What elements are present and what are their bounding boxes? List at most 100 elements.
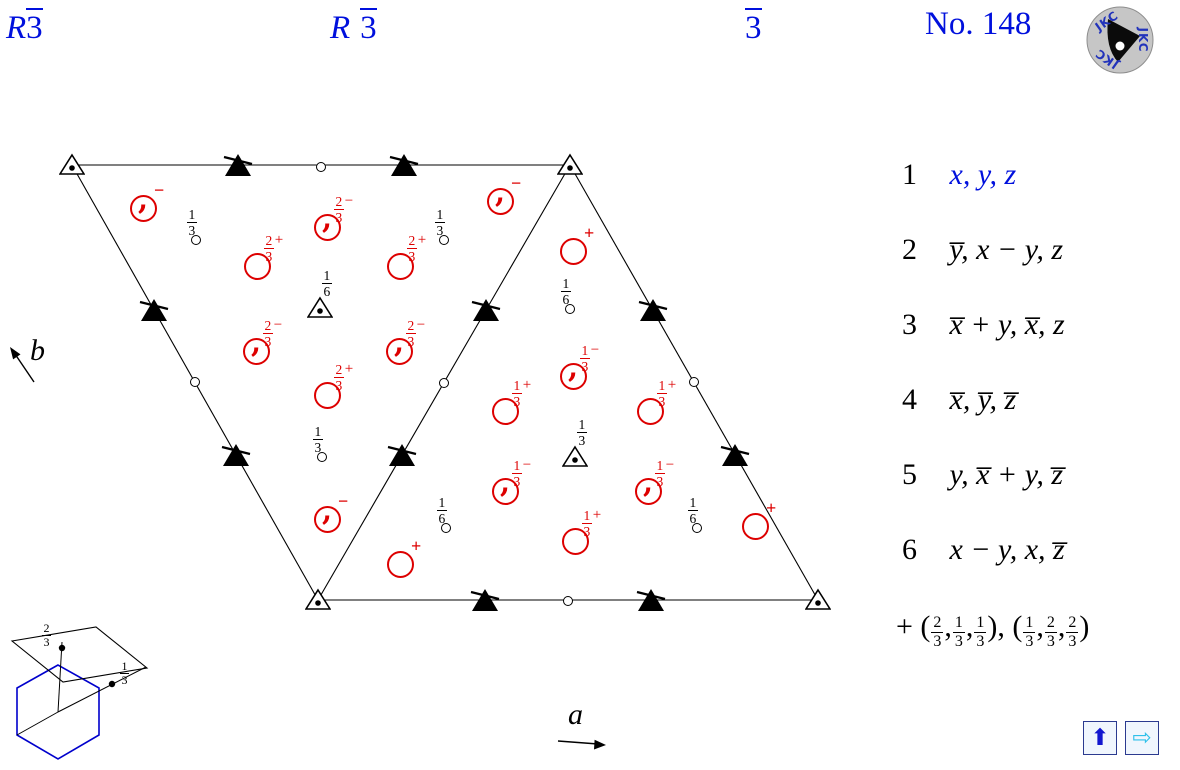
atom-minus-comma: , xyxy=(487,178,514,215)
site-height-label: − xyxy=(154,180,165,200)
up-arrow-icon: ⬆ xyxy=(1090,724,1110,751)
inversion-center xyxy=(317,452,327,462)
inversion-center xyxy=(316,162,326,172)
a-axis-label: a xyxy=(568,700,583,730)
inversion-center xyxy=(563,596,573,606)
op-number: 2 xyxy=(902,233,917,266)
nav-next-button[interactable]: ⇨ xyxy=(1125,721,1159,755)
screw-triad-axis xyxy=(720,441,750,468)
screw-triad-axis xyxy=(638,296,668,323)
atom-plus-circle xyxy=(387,551,414,578)
atom-plus-circle xyxy=(314,382,341,409)
inversion-center xyxy=(191,235,201,245)
op-coordinates: x̅, y̅, z̅ xyxy=(949,383,1017,416)
close-paren: ) xyxy=(1079,610,1090,643)
inversion-center xyxy=(439,378,449,388)
atom-minus-comma: , xyxy=(130,185,157,222)
comma: , xyxy=(965,610,974,643)
atom-plus-circle xyxy=(492,398,519,425)
right-arrow-icon: ⇨ xyxy=(1132,724,1152,751)
atom-minus-comma: , xyxy=(635,468,662,505)
three-bar-axis xyxy=(561,445,589,468)
inversion-center xyxy=(692,523,702,533)
op-number: 3 xyxy=(902,308,917,341)
three-bar-axis xyxy=(304,588,332,611)
screw-triad-axis xyxy=(470,586,500,613)
b-label-text: b xyxy=(30,334,45,367)
screw-triad-axis xyxy=(223,151,253,178)
three-bar-axis xyxy=(58,153,86,176)
nav-buttons: ⬆ ⇨ xyxy=(1083,721,1159,755)
spacegroup-symbol-left: R3 xyxy=(6,8,43,46)
op-coordinates: x, y, z xyxy=(949,158,1017,191)
op-number: 4 xyxy=(902,383,917,416)
three-bar-axis xyxy=(804,588,832,611)
atom-minus-comma: , xyxy=(243,328,270,365)
op-coordinates: x − y, x, z̅ xyxy=(949,533,1065,566)
atom-minus-comma: , xyxy=(386,328,413,365)
op-coordinates: y̅, x − y, z xyxy=(949,233,1064,266)
jkc-logo-graphic xyxy=(1086,6,1154,74)
symbol-letter: R xyxy=(330,10,351,46)
atom-plus-circle xyxy=(562,528,589,555)
pointgroup-symbol: 3 xyxy=(745,8,762,46)
inversion-center xyxy=(565,304,575,314)
atom-minus-comma: , xyxy=(492,468,519,505)
symmetry-op-row-1: 1 x, y, z xyxy=(902,160,1016,190)
comma: , xyxy=(1036,610,1044,643)
symbol-letter: R xyxy=(6,10,27,46)
atom-plus-circle xyxy=(387,253,414,280)
inversion-center xyxy=(441,523,451,533)
b-axis-arrow xyxy=(10,347,35,383)
screw-triad-axis xyxy=(471,296,501,323)
symmetry-op-row-4: 4 x̅, y̅, z̅ xyxy=(902,385,1016,415)
op-coordinates: x̅ + y, x̅, z xyxy=(949,308,1065,341)
atom-plus-circle xyxy=(742,513,769,540)
a-axis-arrow xyxy=(557,739,606,750)
height-dot-one-third xyxy=(108,680,116,688)
jkc-logo[interactable]: JKC JKC JKC xyxy=(1086,6,1154,74)
atom-minus-comma: , xyxy=(314,204,341,241)
op-coordinates: y, x̅ + y, z̅ xyxy=(949,458,1064,491)
screw-triad-axis xyxy=(389,151,419,178)
op-number: 6 xyxy=(902,533,917,566)
b-axis-label: b xyxy=(30,336,45,366)
atom-plus-circle xyxy=(637,398,664,425)
nav-up-button[interactable]: ⬆ xyxy=(1083,721,1117,755)
inversion-center xyxy=(689,377,699,387)
atom-minus-comma: , xyxy=(314,496,341,533)
inversion-center xyxy=(439,235,449,245)
op-number: 5 xyxy=(902,458,917,491)
atom-plus-circle xyxy=(244,253,271,280)
